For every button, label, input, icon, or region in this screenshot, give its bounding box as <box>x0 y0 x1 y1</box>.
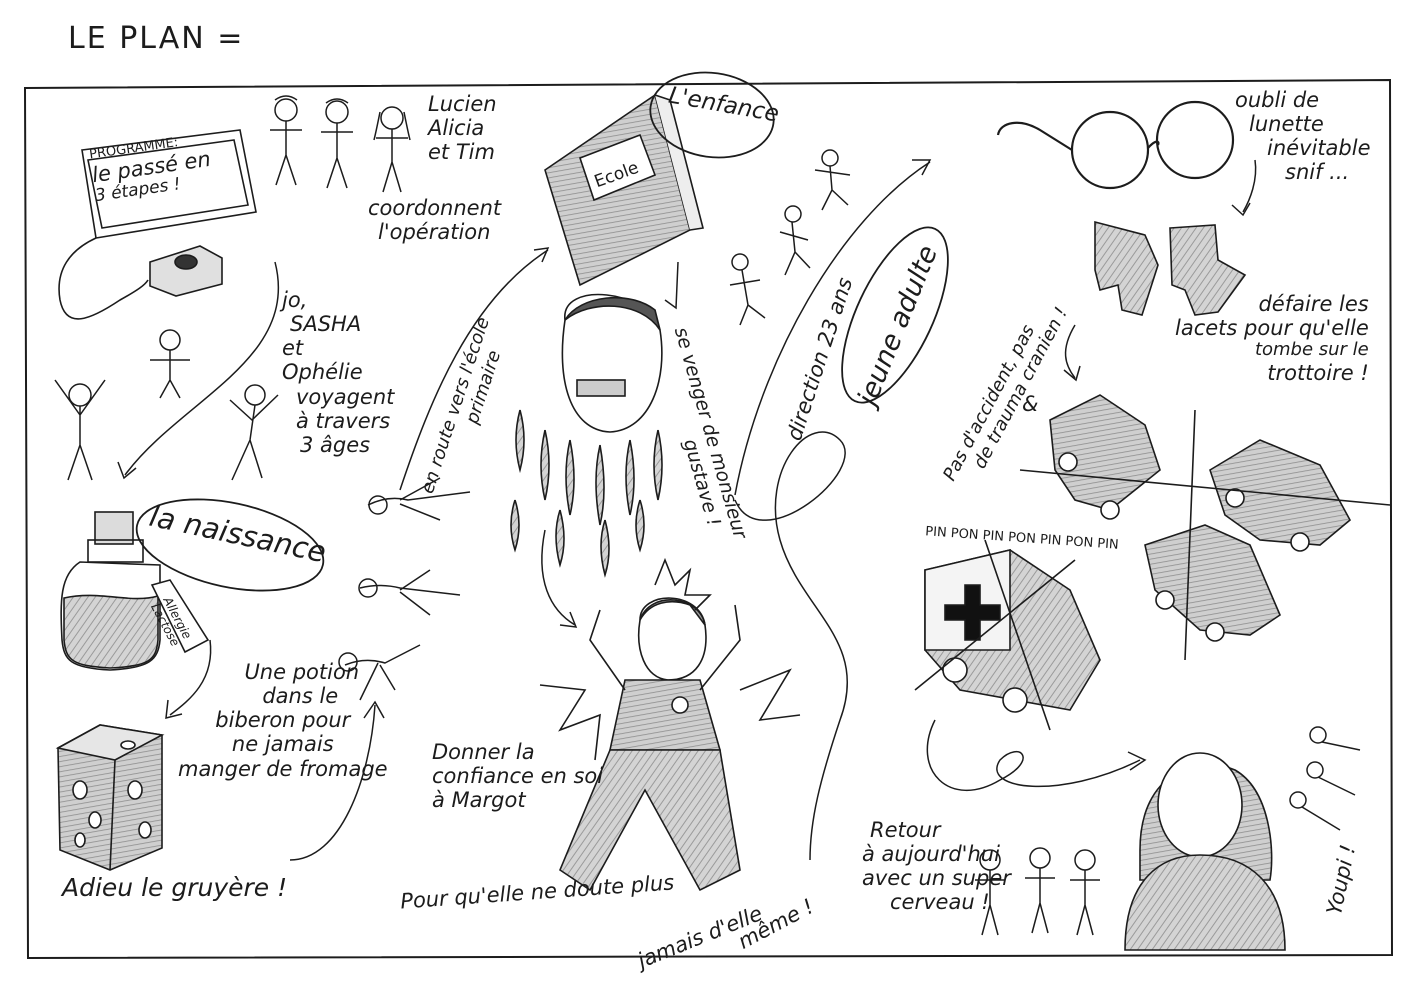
return-note: Retour à aujourd'hui avec un super cerve… <box>862 818 1011 915</box>
page-border <box>23 78 1394 960</box>
travelers-line-6: à travers <box>296 408 391 433</box>
potion-line-3: biberon pour <box>215 708 351 733</box>
confidence-line-1: Donner la <box>432 740 535 764</box>
potion-line-2: dans le <box>262 684 339 709</box>
coordinator-figures-drawing <box>270 95 411 193</box>
travelers-note: jo, SASHA et Ophélie voyagent à travers … <box>282 288 394 457</box>
coordinators-verb: coordonnent <box>368 196 502 220</box>
travelers-line-2: SASHA <box>290 312 362 337</box>
return-line-4: cerveau ! <box>890 890 990 915</box>
glasses-drawing <box>996 100 1235 190</box>
accident-ampersand: & <box>1022 392 1039 416</box>
coordinators-name-2: Alicia <box>428 116 485 141</box>
laces-line-3: tombe sur le <box>1254 339 1369 361</box>
young-adult-oval <box>841 226 949 404</box>
travelers-line-3: et <box>282 336 304 361</box>
coordinators-name-3: et Tim <box>428 140 495 165</box>
potion-note: Une potion dans le biberon pour ne jamai… <box>178 660 388 781</box>
laces-line-2: lacets pour qu'elle <box>1175 316 1369 341</box>
school-book-drawing <box>544 93 704 287</box>
cheese-drawing <box>55 724 165 871</box>
glasses-line-1: oubli de <box>1235 88 1320 112</box>
coordinators-name-1: Lucien <box>428 92 497 116</box>
cheese-caption: Adieu le gruyère ! <box>62 873 288 902</box>
crying-face-drawing <box>510 293 663 578</box>
flying-figures-drawing <box>338 477 471 701</box>
return-line-1: Retour <box>870 818 941 842</box>
glasses-line-4: snif ... <box>1285 160 1350 185</box>
return-line-3: avec un super <box>862 866 1011 891</box>
glasses-note: oubli de lunette inévitable snif ... <box>1235 88 1371 185</box>
coordinators-note: Lucien Alicia et Tim <box>428 92 497 164</box>
return-line-2: à aujourd'hui <box>862 842 1000 867</box>
programme-sign-drawing <box>58 129 257 320</box>
potion-line-1: Une potion <box>244 660 360 684</box>
laces-line-4: trottoire ! <box>1267 360 1369 385</box>
shoes-drawing <box>1094 220 1247 316</box>
bottom-figures-drawing <box>975 726 1361 936</box>
potion-line-4: ne jamais <box>231 732 334 757</box>
page-title: LE PLAN = <box>68 21 245 56</box>
laces-line-1: défaire les <box>1258 292 1369 316</box>
confidence-line-2: confiance en soi <box>432 764 604 789</box>
margot-figure-drawing <box>539 557 801 892</box>
potion-line-5: manger de fromage <box>178 756 388 781</box>
childhood-oval <box>649 71 775 159</box>
travelers-line-7: 3 âges <box>300 432 371 457</box>
travelers-line-5: voyagent <box>296 384 395 409</box>
coordinators-object: l'opération <box>378 220 491 245</box>
portrait-drawing <box>1124 752 1286 951</box>
coordinators-action: coordonnent l'opération <box>368 196 501 244</box>
running-figures-drawing <box>729 149 851 326</box>
arrows-drawing <box>117 159 1257 861</box>
travelers-line-4: Ophélie <box>282 360 363 385</box>
ambulance-drawing <box>914 539 1101 731</box>
glasses-line-3: inévitable <box>1267 136 1371 161</box>
birth-oval <box>135 498 325 592</box>
laces-note: défaire les lacets pour qu'elle tombe su… <box>1175 292 1369 385</box>
bottle-drawing <box>60 511 210 671</box>
cars-drawing <box>1019 394 1391 661</box>
glasses-line-2: lunette <box>1249 112 1324 137</box>
confidence-line-3: à Margot <box>432 788 526 813</box>
traveler-figures-drawing <box>54 329 279 481</box>
confidence-note: Donner la confiance en soi à Margot <box>432 740 603 812</box>
travelers-line-1: jo, <box>282 288 308 312</box>
